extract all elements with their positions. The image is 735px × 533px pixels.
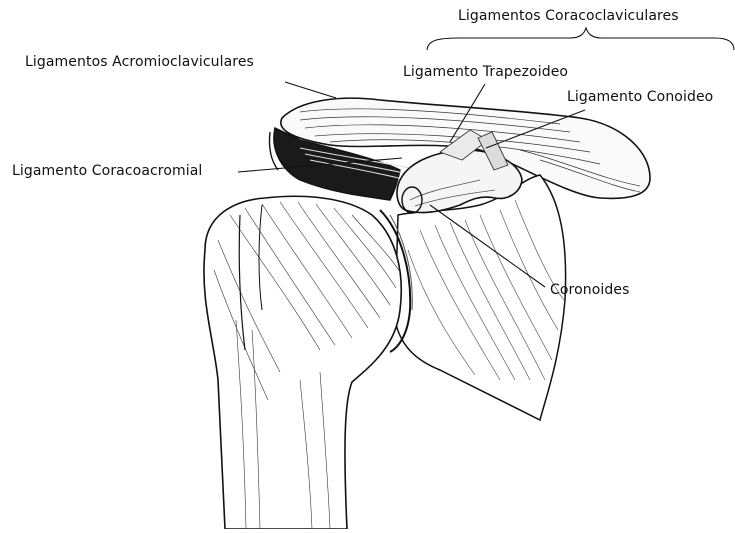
coracoclavicular-bracket — [427, 28, 734, 50]
label-trapezoid-ligament: Ligamento Trapezoideo — [403, 64, 568, 80]
label-coracoclavicular-ligaments: Ligamentos Coracoclaviculares — [458, 8, 679, 24]
label-acromioclavicular-ligaments: Ligamentos Acromioclaviculares — [25, 54, 254, 70]
label-conoid-ligament: Ligamento Conoideo — [567, 89, 713, 105]
leader-acromioclavicular — [285, 82, 336, 98]
label-coronoid: Coronoides — [550, 282, 629, 298]
label-coracoacromial-ligament: Ligamento Coracoacromial — [12, 163, 202, 179]
humerus — [204, 196, 401, 529]
